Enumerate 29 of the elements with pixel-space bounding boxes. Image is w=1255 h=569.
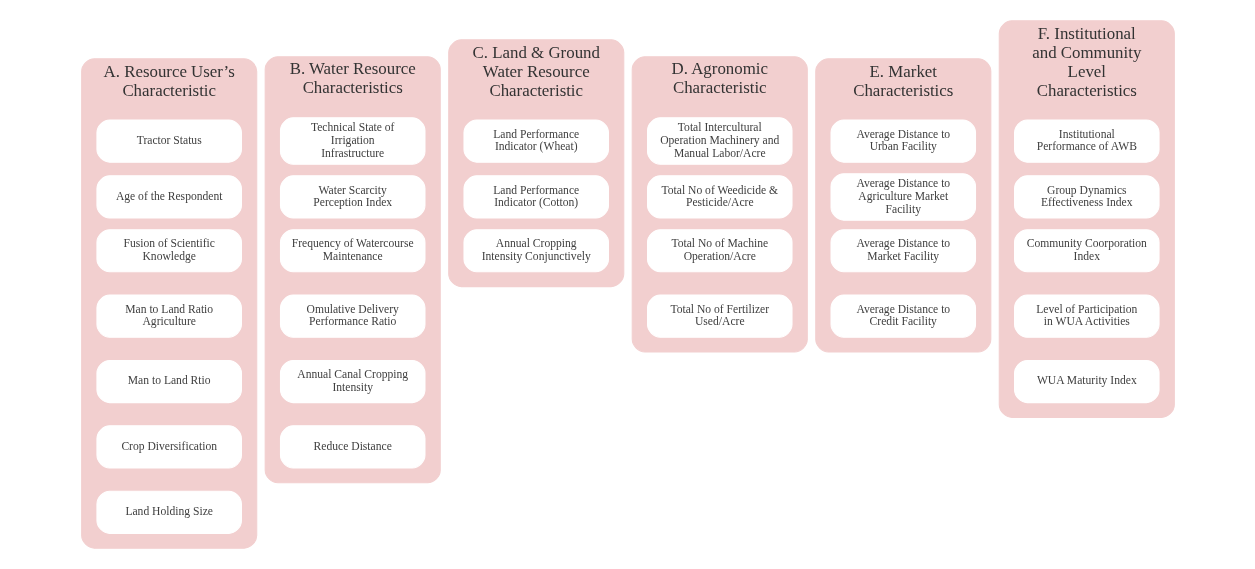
node-box: Age of the Respondent bbox=[95, 175, 242, 219]
node-box: Crop Diversification bbox=[95, 425, 242, 469]
node-box: Land Holding Size bbox=[95, 490, 242, 534]
node-box: WUA Maturity Index bbox=[1013, 359, 1160, 404]
node-box: Total No of Weedicide & Pesticide/Acre bbox=[646, 175, 793, 219]
node-box: Reduce Distance bbox=[279, 425, 425, 469]
node-box: Tractor Status bbox=[95, 119, 242, 163]
node-box: Institutional Performance of AWB bbox=[1013, 119, 1160, 163]
node-box: Omulative Delivery Performance Ratio bbox=[279, 294, 425, 338]
node-box: Land Performance Indicator (Cotton) bbox=[462, 175, 609, 219]
node-box: Frequency of Watercourse Maintenance bbox=[279, 229, 425, 273]
node-box: Total No of Fertilizer Used/Acre bbox=[646, 294, 793, 338]
node-box: Average Distance to Urban Facility bbox=[830, 119, 976, 163]
node-box: Total No of Machine Operation/Acre bbox=[646, 229, 793, 273]
node-box: Fusion of Scientific Knowledge bbox=[95, 229, 242, 273]
node-box: Group Dynamics Effectiveness Index bbox=[1013, 175, 1160, 219]
node-box: Average Distance to Credit Facility bbox=[830, 294, 976, 338]
node-box: Land Performance Indicator (Wheat) bbox=[462, 119, 609, 163]
node-box: Water Scarcity Perception Index bbox=[279, 175, 425, 219]
node-box: Average Distance to Agriculture Market Facility bbox=[830, 173, 976, 221]
node-box: Annual Cropping Intensity Conjunctively bbox=[462, 229, 609, 273]
node-box: Average Distance to Market Facility bbox=[830, 229, 976, 273]
node-box: Annual Canal Cropping Intensity bbox=[279, 359, 425, 404]
node-box: Man to Land Ratio Agriculture bbox=[95, 294, 242, 338]
node-box: Man to Land Rtio bbox=[95, 359, 242, 404]
node-box: Community Coorporation Index bbox=[1013, 229, 1160, 273]
node-box: Total Intercultural Operation Machinery and Manual Labor/Acre bbox=[646, 117, 793, 165]
node-box: Level of Participation in WUA Activities bbox=[1013, 294, 1160, 338]
node-box: Technical State of Irrigation Infrastructure bbox=[279, 117, 425, 165]
